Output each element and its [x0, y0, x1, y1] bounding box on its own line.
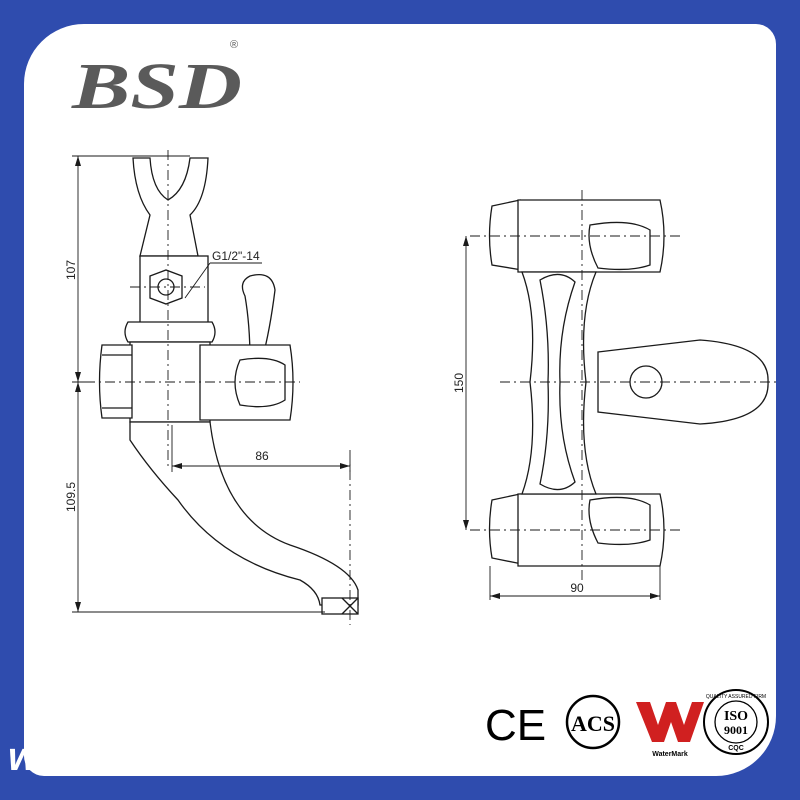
top-handle-grip	[588, 221, 651, 271]
connector-block	[139, 255, 209, 327]
front-view	[463, 190, 780, 600]
thread-label: G1/2"-14	[212, 249, 260, 263]
watermark-label: WaterMark	[652, 751, 688, 758]
hex-outlet-icon	[149, 269, 183, 305]
dim-center-distance: 150	[452, 373, 466, 393]
acs-label: ACS	[571, 711, 615, 736]
top-hex-nut	[488, 199, 523, 271]
dimension-arrows	[75, 156, 350, 612]
lever-handle	[241, 273, 276, 361]
aerator	[321, 597, 359, 615]
iso-main-label: ISO	[724, 709, 748, 724]
front-dimension-lines	[465, 236, 661, 600]
registered-mark: ®	[230, 39, 238, 51]
handle-grip	[234, 357, 286, 408]
collar-ring	[124, 321, 216, 343]
side-view	[72, 150, 359, 625]
iso-outer-ring-icon	[703, 689, 769, 755]
dim-width: 90	[570, 581, 584, 595]
ce-mark-icon: CE	[485, 701, 546, 750]
acs-circle-icon	[565, 694, 621, 750]
dim-height-upper: 107	[64, 260, 78, 280]
iso-number-label: 9001	[724, 723, 748, 737]
dim-height-lower: 109.5	[64, 482, 78, 512]
logo-text: BSD	[71, 50, 242, 123]
certification-logos: CE ACS WaterMark ISO 9001 CQC QUALITY AS…	[485, 689, 769, 758]
watermark-w-icon	[636, 702, 704, 742]
shower-holder-hook	[132, 157, 209, 257]
brand-logo: BSD ®	[71, 39, 242, 123]
dim-spout-reach: 86	[255, 449, 269, 463]
website-url: www.bsdfaucets.com	[8, 735, 425, 779]
bottom-hex-nut	[488, 493, 523, 565]
iso-ring-text: QUALITY ASSURED FIRM	[706, 694, 766, 700]
bottom-handle-grip	[588, 496, 651, 546]
left-hex-nut	[98, 344, 133, 419]
spout	[129, 421, 359, 606]
iso-sub-label: CQC	[728, 745, 744, 752]
